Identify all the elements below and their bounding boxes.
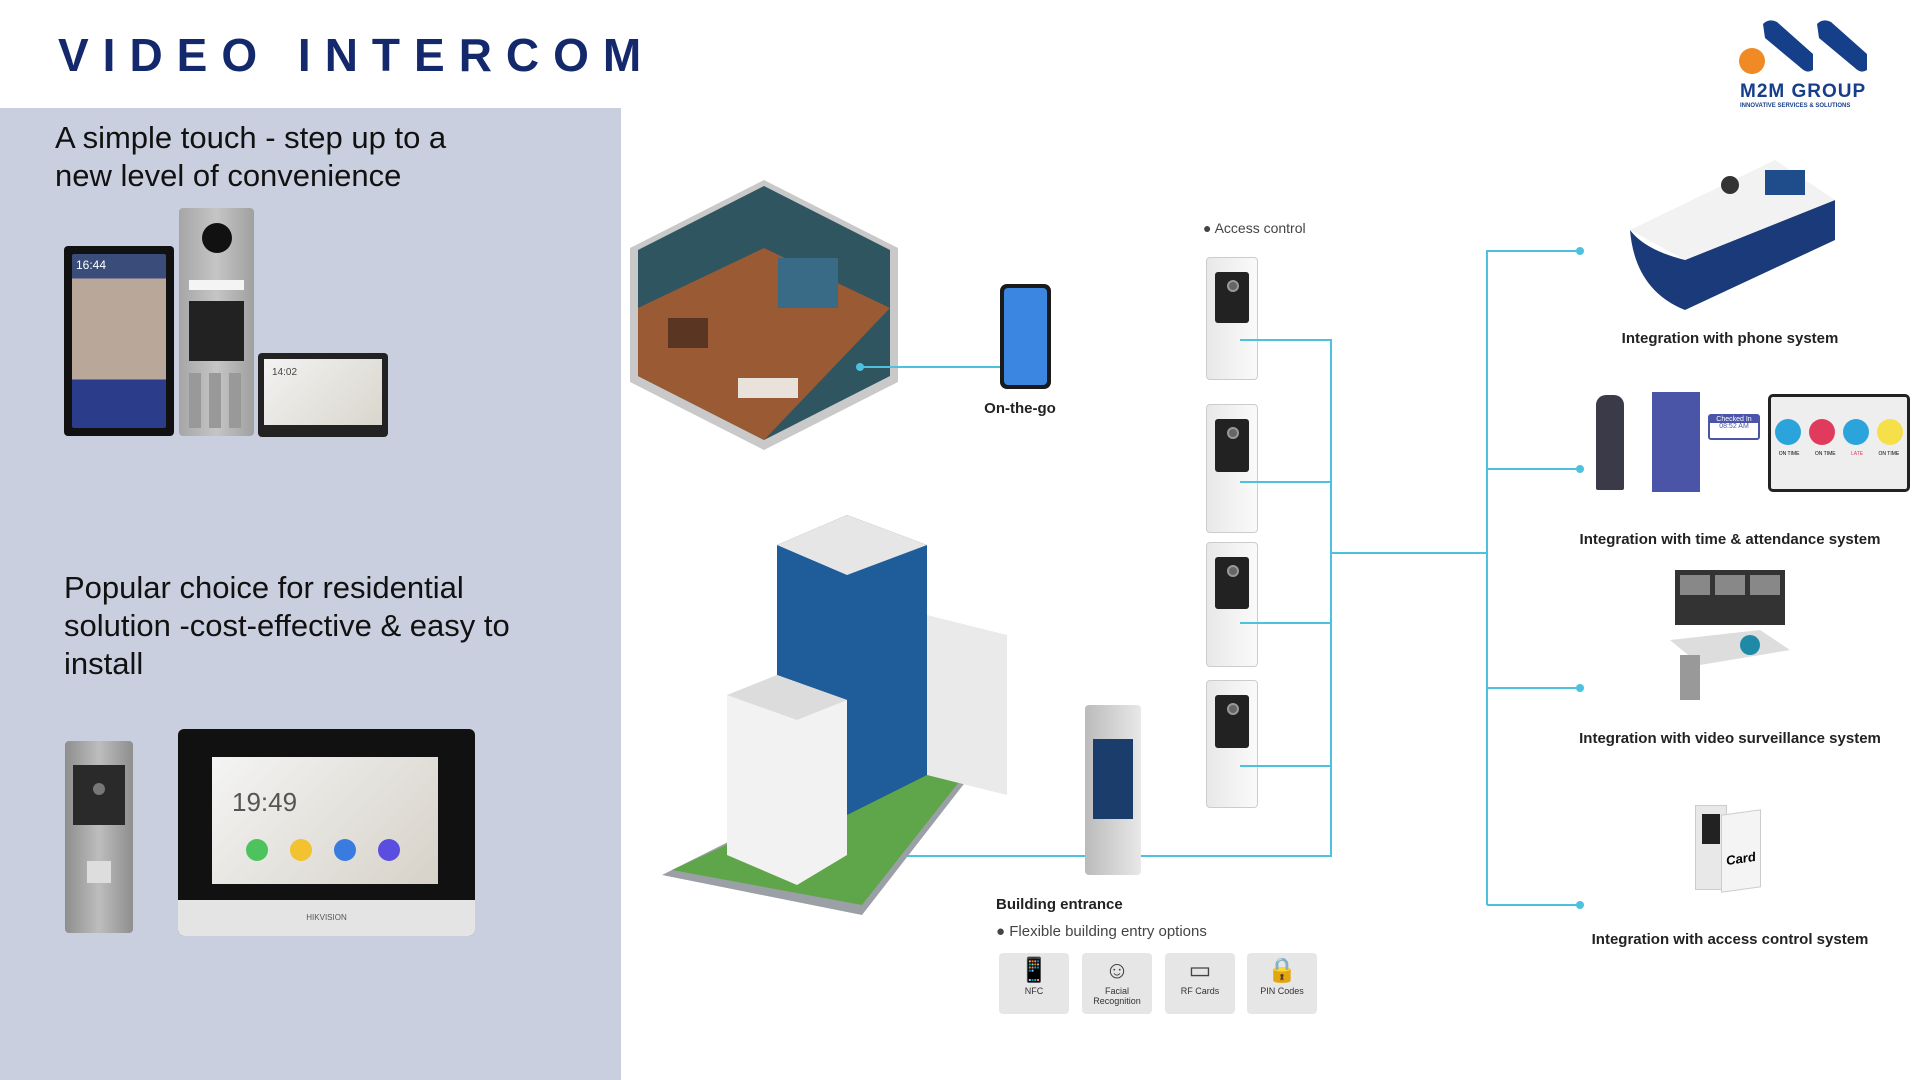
padlock-icon: 🔒 — [1267, 957, 1297, 984]
integration-surveillance-label: Integration with video surveillance syst… — [1579, 730, 1881, 747]
entry-options-bullet: ● Flexible building entry options — [996, 923, 1207, 940]
integration-attendance-label: Integration with time & attendance syste… — [1579, 531, 1881, 548]
option-label: PIN Codes — [1260, 986, 1304, 996]
access-control-label: ● Access control — [1203, 220, 1306, 236]
integration-phone-label: Integration with phone system — [1621, 330, 1839, 347]
on-the-go-label: On-the-go — [984, 400, 1056, 417]
status-badge: LATE — [1850, 451, 1864, 457]
integration-access-control-label: Integration with access control system — [1591, 931, 1869, 948]
option-label: Facial Recognition — [1093, 986, 1141, 1006]
door-station-keypad — [179, 208, 254, 436]
brand-label: HIKVISION — [178, 900, 475, 936]
building-illustration — [662, 515, 1007, 915]
monitor-clock: 19:49 — [232, 787, 298, 817]
option-rf-cards: ▭ RF Cards — [1165, 953, 1235, 1014]
cafe-illustration — [630, 180, 898, 450]
logo-name: M2M GROUP — [1740, 81, 1867, 102]
message-icon — [290, 839, 312, 861]
option-pin-codes: 🔒 PIN Codes — [1247, 953, 1317, 1014]
status-badge: ON TIME — [1814, 451, 1836, 457]
indoor-monitor-small: 14:02 — [258, 353, 388, 437]
checked-in-label: Checked In — [1710, 416, 1758, 423]
card-label: Card — [1721, 809, 1761, 893]
face-scan-icon: ☺ — [1104, 957, 1130, 984]
headline-residential: Popular choice for residential solution … — [64, 570, 510, 681]
attendance-screen: ON TIME ON TIME LATE ON TIME — [1768, 394, 1910, 492]
settings-icon — [378, 839, 400, 861]
door-station-unit — [1206, 404, 1258, 533]
headline-convenience: A simple touch - step up to a new level … — [55, 120, 447, 193]
indoor-monitor-large: 19:49 HIKVISION — [178, 729, 475, 936]
building-entrance-label: Building entrance — [996, 896, 1123, 913]
option-nfc: 📱 NFC — [999, 953, 1069, 1014]
door-station-unit — [1206, 257, 1258, 380]
m2m-logo: M2M GROUP INNOVATIVE SERVICES & SOLUTION… — [1735, 16, 1875, 112]
reception-desk-illustration — [1630, 160, 1835, 310]
option-facial-recognition: ☺Facial Recognition — [1082, 953, 1152, 1014]
surveillance-desk-illustration — [1670, 570, 1790, 700]
option-label: NFC — [1024, 986, 1044, 996]
logo-tagline: INNOVATIVE SERVICES & SOLUTIONS — [1740, 103, 1851, 109]
access-card-illustration: Card — [1695, 800, 1765, 895]
indoor-panel-device: 16:44 — [64, 246, 174, 436]
door-station — [65, 741, 133, 933]
camera-icon — [202, 223, 232, 253]
nfc-phone-icon: 📱 — [1019, 957, 1049, 984]
status-badge: ON TIME — [1878, 451, 1900, 457]
logo-mark-icon — [1739, 20, 1867, 74]
checked-in-time: 08:52 AM — [1719, 423, 1749, 430]
door-icon — [1652, 392, 1700, 492]
smartphone-icon — [1000, 284, 1051, 389]
option-label: RF Cards — [1180, 986, 1220, 996]
status-badge: ON TIME — [1778, 451, 1800, 457]
page-title: VIDEO INTERCOM — [58, 29, 656, 81]
entry-options-text: Flexible building entry options — [1009, 923, 1207, 940]
monitor-time: 14:02 — [264, 359, 382, 425]
monitor-icon — [334, 839, 356, 861]
door-station-unit — [1206, 680, 1258, 808]
door-station-unit — [1206, 542, 1258, 667]
keypad — [189, 373, 244, 428]
access-control-text: Access control — [1214, 220, 1306, 236]
person-icon — [1596, 395, 1624, 490]
building-entrance-station — [1085, 705, 1141, 875]
call-icon — [246, 839, 268, 861]
panel-time: 16:44 — [72, 254, 166, 428]
card-icon: ▭ — [1188, 957, 1212, 984]
